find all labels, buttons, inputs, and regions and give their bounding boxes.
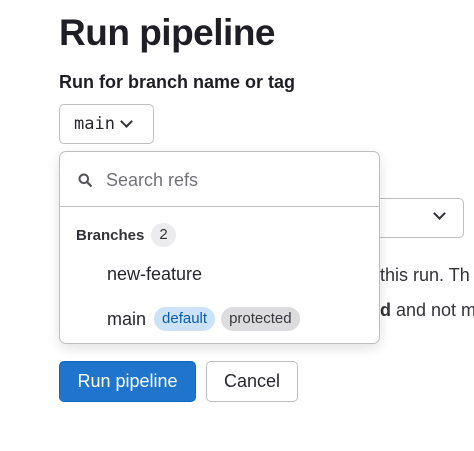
search-icon: [78, 173, 92, 187]
ref-dropdown-menu: Branches 2 new-feature main default prot…: [59, 151, 380, 344]
default-badge: default: [154, 307, 216, 331]
selected-ref-label: main: [74, 114, 115, 134]
ref-item-main[interactable]: main default protected: [60, 298, 379, 340]
ref-item-name: new-feature: [107, 263, 203, 284]
run-pipeline-button[interactable]: Run pipeline: [59, 361, 196, 402]
help-bold-text: d: [380, 300, 391, 320]
search-row: [60, 152, 379, 207]
chevron-down-icon: [120, 115, 133, 128]
help-rest-text: and not m: [391, 300, 474, 320]
ref-dropdown-toggle[interactable]: main: [59, 104, 154, 144]
ref-item-new-feature[interactable]: new-feature: [60, 253, 379, 295]
ref-item-name: main: [107, 308, 147, 329]
group-title: Branches: [76, 226, 145, 244]
variables-help-text: this run. Th: [380, 265, 470, 285]
branches-group-header: Branches 2: [76, 223, 176, 247]
page-title: Run pipeline: [59, 12, 276, 53]
cancel-button[interactable]: Cancel: [206, 361, 298, 402]
branch-count-badge: 2: [151, 223, 176, 247]
variables-help-text-2: d and not m: [380, 300, 474, 321]
search-refs-input[interactable]: [106, 166, 366, 194]
chevron-down-icon: [433, 207, 446, 220]
protected-badge: protected: [221, 307, 300, 331]
ref-field-label: Run for branch name or tag: [59, 72, 296, 92]
